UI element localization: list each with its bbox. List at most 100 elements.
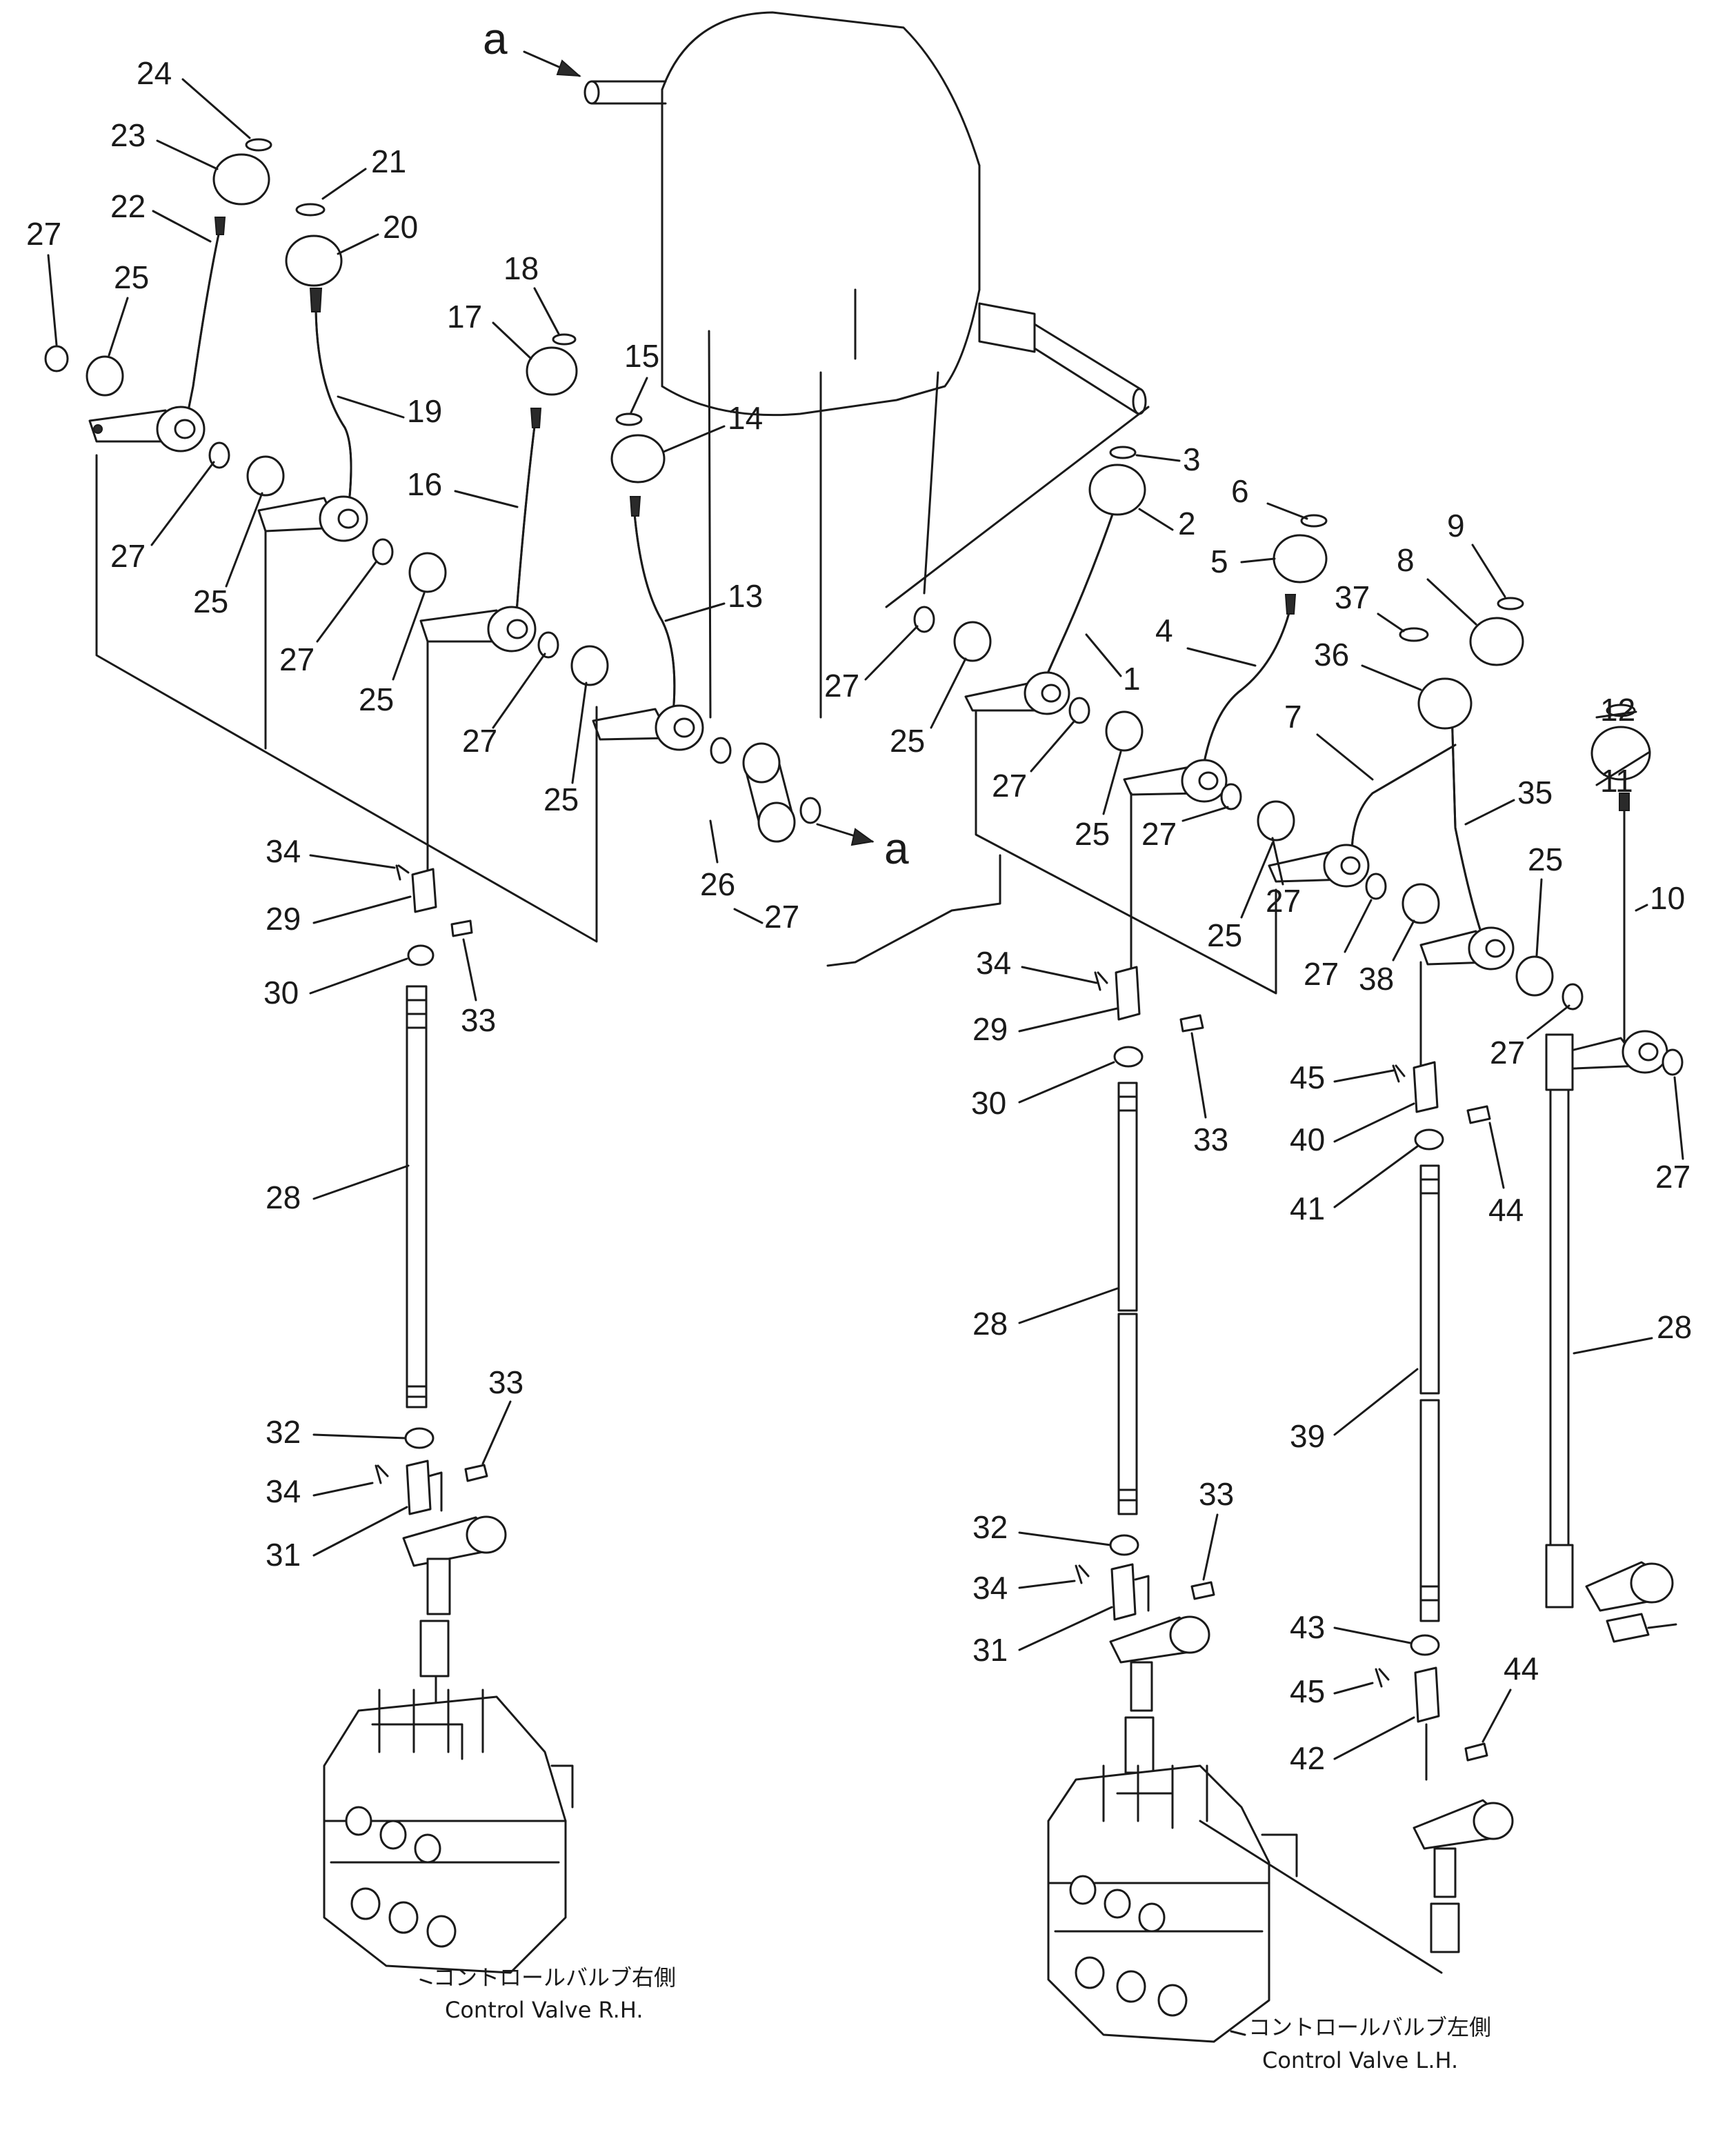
callout-25-a: 25 bbox=[114, 259, 149, 295]
callout-25-f: 25 bbox=[1528, 842, 1563, 877]
caption-lh-en: Control Valve L.H. bbox=[1262, 2047, 1458, 2073]
callout-27-l: 27 bbox=[1655, 1159, 1690, 1195]
callout-40: 40 bbox=[1290, 1122, 1325, 1157]
callout-27-a: 27 bbox=[26, 216, 61, 252]
callout-28-c: 28 bbox=[972, 1306, 1008, 1342]
washer-27-l bbox=[1662, 1048, 1684, 1076]
callout-10: 10 bbox=[1650, 880, 1685, 916]
callout-9: 9 bbox=[1447, 508, 1465, 544]
callout-36: 36 bbox=[1314, 637, 1349, 673]
callout-25-c: 25 bbox=[359, 681, 394, 717]
callout-25-g: 25 bbox=[1075, 816, 1110, 852]
washer-27-c bbox=[372, 538, 394, 566]
callout-24: 24 bbox=[137, 55, 172, 91]
callout-33-c: 33 bbox=[488, 1364, 523, 1400]
callout-19: 19 bbox=[407, 393, 442, 429]
assembly-line-left bbox=[95, 454, 598, 943]
callout-25-d: 25 bbox=[890, 723, 925, 759]
bushing-25-e bbox=[953, 621, 992, 662]
callout-32-b: 32 bbox=[972, 1509, 1008, 1545]
callout-37: 37 bbox=[1335, 579, 1370, 615]
console-housing bbox=[583, 11, 1147, 967]
bushing-25-a bbox=[86, 355, 124, 397]
control-valve-rh bbox=[323, 1689, 574, 1974]
ball-knob-11 bbox=[1590, 726, 1651, 781]
callout-3: 3 bbox=[1183, 441, 1201, 477]
caption-rh-en: Control Valve R.H. bbox=[445, 1997, 643, 2023]
lever-16 bbox=[419, 408, 542, 653]
ring-18 bbox=[552, 333, 577, 346]
callout-34-a: 34 bbox=[266, 833, 301, 869]
ring-37 bbox=[1399, 627, 1429, 642]
callout-27-e: 27 bbox=[462, 723, 497, 759]
washer-27-d bbox=[537, 631, 559, 659]
callout-20: 20 bbox=[383, 209, 418, 245]
ball-knob-5 bbox=[1273, 534, 1328, 584]
callout-13: 13 bbox=[728, 578, 763, 614]
callout-31-b: 31 bbox=[972, 1632, 1008, 1668]
washer-27-j bbox=[1365, 873, 1387, 900]
callout-4: 4 bbox=[1155, 613, 1173, 648]
callout-35: 35 bbox=[1517, 775, 1553, 810]
callout-27-j: 27 bbox=[1304, 956, 1339, 992]
caption-rh: コントロールバルブ右側 Control Valve R.H. bbox=[419, 1964, 676, 2023]
ref-marker-bottom: a bbox=[816, 823, 909, 873]
callout-6: 6 bbox=[1231, 473, 1249, 509]
washer-27-g bbox=[913, 606, 935, 633]
callout-7: 7 bbox=[1284, 699, 1302, 735]
ref-marker-top-label: a bbox=[483, 14, 508, 63]
lever-7 bbox=[1268, 744, 1457, 888]
ball-knob-2 bbox=[1088, 464, 1146, 516]
control-valve-lh bbox=[1047, 1764, 1443, 2043]
callout-14: 14 bbox=[728, 400, 763, 436]
ring-3 bbox=[1109, 446, 1137, 459]
callout-33-b: 33 bbox=[1193, 1122, 1228, 1157]
callout-2: 2 bbox=[1178, 506, 1196, 541]
lever-22 bbox=[88, 217, 226, 452]
callout-27-h: 27 bbox=[764, 899, 799, 935]
ring-9 bbox=[1497, 597, 1524, 610]
callout-29-b: 29 bbox=[972, 1011, 1008, 1047]
callout-38: 38 bbox=[1359, 961, 1394, 997]
lever-35 bbox=[1419, 709, 1515, 970]
callout-43: 43 bbox=[1290, 1609, 1325, 1645]
callout-34-d: 34 bbox=[972, 1570, 1008, 1606]
callout-labels: 24 23 22 21 20 27 25 18 17 15 19 14 16 3… bbox=[26, 55, 1692, 1776]
washer-27-e bbox=[710, 737, 732, 764]
bushing-25-d bbox=[570, 645, 609, 686]
callout-41: 41 bbox=[1290, 1191, 1325, 1226]
caption-rh-jp: コントロールバルブ右側 bbox=[433, 1964, 676, 1991]
callout-30-a: 30 bbox=[263, 975, 299, 1010]
callout-8: 8 bbox=[1397, 542, 1415, 578]
callout-27-i: 27 bbox=[1266, 883, 1301, 919]
ball-knob-8 bbox=[1469, 617, 1524, 666]
lever-10 bbox=[1550, 793, 1668, 1074]
caption-lh-jp: コントロールバルブ左側 bbox=[1248, 2014, 1491, 2040]
rod-assembly-lh-a bbox=[1075, 799, 1215, 1774]
ball-knob-36 bbox=[1417, 677, 1473, 730]
ball-knob-20 bbox=[285, 235, 343, 287]
callout-27-k: 27 bbox=[1490, 1035, 1525, 1070]
bushing-25-c bbox=[408, 552, 447, 593]
callout-27-g: 27 bbox=[1141, 816, 1177, 852]
callout-28-a: 28 bbox=[266, 1179, 301, 1215]
ball-knob-23 bbox=[212, 153, 270, 206]
bushing-25-f bbox=[1105, 710, 1144, 752]
bushing-25-g bbox=[1257, 800, 1295, 842]
callout-45-a: 45 bbox=[1290, 1059, 1325, 1095]
washer-27-a bbox=[44, 345, 69, 372]
ref-marker-top: a bbox=[483, 14, 581, 77]
ring-15 bbox=[615, 412, 643, 426]
bushing-26 bbox=[742, 742, 796, 843]
callout-1: 1 bbox=[1123, 661, 1141, 697]
callout-30-b: 30 bbox=[971, 1085, 1006, 1121]
callout-44-b: 44 bbox=[1504, 1651, 1539, 1686]
washer-27-i bbox=[1220, 783, 1242, 810]
callout-39: 39 bbox=[1290, 1418, 1325, 1454]
rod-assembly-rh bbox=[375, 640, 507, 1712]
ring-21 bbox=[295, 203, 326, 217]
callout-21: 21 bbox=[371, 143, 406, 179]
callout-17: 17 bbox=[447, 299, 482, 335]
